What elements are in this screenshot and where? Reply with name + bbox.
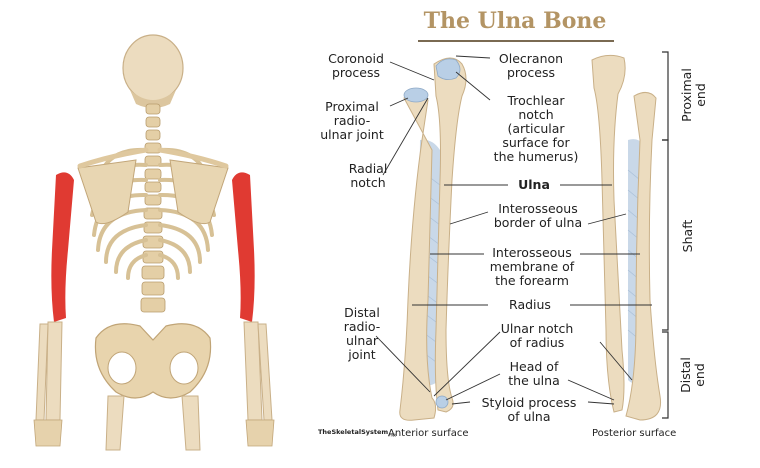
skeleton-illustration — [33, 34, 275, 451]
region-shaft: Shaft — [680, 219, 695, 253]
diagram-title: The Ulna Bone — [423, 8, 607, 34]
spine — [140, 103, 166, 313]
left-scapula — [77, 159, 137, 225]
region-brackets — [662, 51, 669, 419]
title-underline — [418, 40, 614, 42]
left-hand — [33, 419, 63, 447]
ulna-posterior — [591, 54, 626, 413]
radius-anterior — [399, 92, 437, 421]
label-radius: Radius — [509, 297, 551, 312]
caption-posterior-surface: Posterior surface — [592, 428, 677, 439]
posterior-view — [591, 54, 662, 421]
anterior-view — [399, 57, 467, 421]
right-scapula — [169, 159, 229, 225]
radial-head-cartilage — [403, 87, 429, 103]
right-hand — [245, 419, 275, 447]
right-femur — [181, 395, 201, 451]
label-ulna: Ulna — [518, 177, 550, 192]
caption-anterior-surface: Anterior surface — [388, 428, 469, 439]
left-highlight-bone — [51, 172, 74, 322]
olecranon-cartilage — [435, 58, 461, 80]
right-highlight-bone — [232, 172, 255, 322]
brand-watermark: TheSkeletalSystem.net — [318, 428, 396, 438]
left-femur — [105, 395, 125, 451]
ulna-anterior — [433, 57, 467, 413]
leader-lines — [375, 55, 652, 405]
radius-posterior — [625, 92, 662, 421]
ulna-head-cartilage — [435, 395, 449, 409]
